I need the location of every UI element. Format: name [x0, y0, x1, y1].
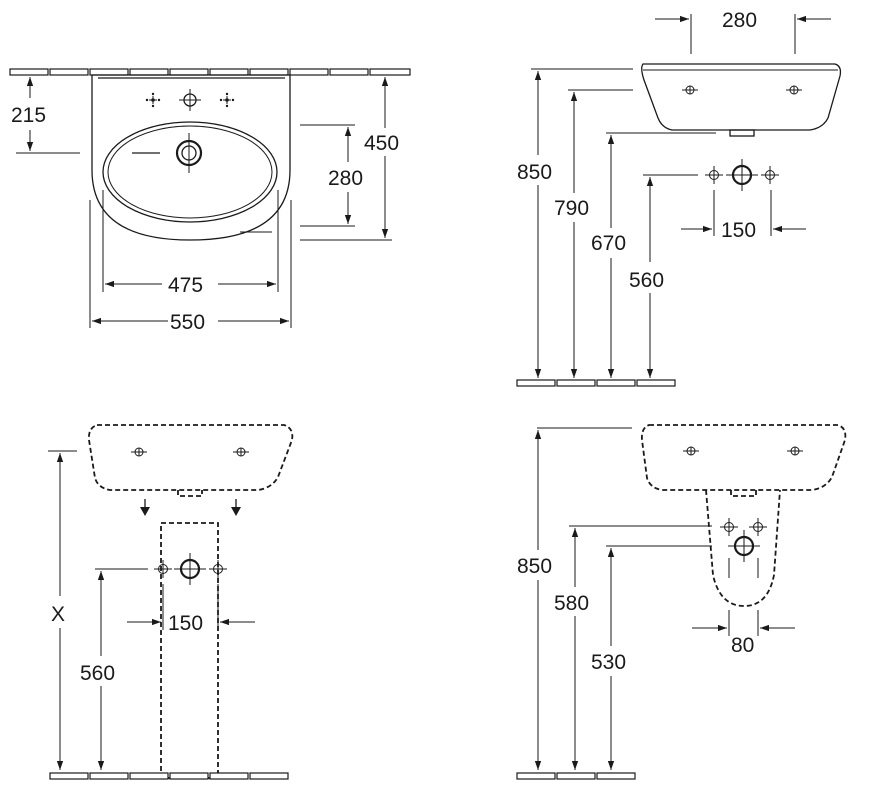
- semi-tap-left-icon: [682, 446, 700, 456]
- pedestal-floor-strip: [49, 772, 289, 780]
- dim-475: 475: [168, 274, 203, 297]
- side-view: 280 150 850 790 670: [516, 9, 842, 387]
- dim-580: 580: [554, 592, 589, 615]
- tap-hole-center-icon: [179, 89, 201, 111]
- dim-560-side: 560: [629, 269, 664, 292]
- dim-x: X: [51, 603, 65, 626]
- dim-850-side: 850: [517, 161, 552, 184]
- pedestal-view: 150 X 560: [48, 424, 294, 780]
- dim-530: 530: [591, 651, 626, 674]
- dim-790: 790: [554, 197, 589, 220]
- pedestal-tap-left-icon: [130, 447, 148, 457]
- front-view: 215 280 450 475 550: [9, 68, 411, 334]
- dim-150-side: 150: [721, 219, 756, 242]
- drain-icon: [132, 133, 203, 173]
- side-tap-left-icon: [681, 85, 699, 95]
- semi-pedestal-view: 80 850 580 530: [516, 424, 847, 780]
- dim-450: 450: [364, 132, 399, 155]
- side-tap-right-icon: [785, 85, 803, 95]
- side-basin-outline: [641, 63, 842, 131]
- pedestal-supply-holes: [153, 551, 228, 587]
- down-arrow-left-icon: [140, 499, 150, 516]
- dim-550: 550: [170, 311, 205, 334]
- semi-pedestal-shroud: [705, 489, 781, 607]
- front-wall-strip: [9, 68, 411, 76]
- dim-215: 215: [11, 104, 46, 127]
- dim-670: 670: [591, 232, 626, 255]
- tap-hole-star-right-icon: [219, 92, 235, 108]
- pedestal-tap-right-icon: [232, 447, 250, 457]
- dim-280-front: 280: [328, 167, 363, 190]
- semi-supply-holes: [719, 517, 768, 564]
- basin-bowl: [102, 121, 278, 223]
- dim-150-pedestal: 150: [168, 612, 203, 635]
- semi-floor-strip: [516, 772, 636, 780]
- dim-80: 80: [731, 634, 754, 657]
- semi-basin-outline: [640, 424, 847, 491]
- side-floor-strip: [516, 379, 676, 387]
- dim-560-pedestal: 560: [80, 662, 115, 685]
- semi-tap-right-icon: [786, 446, 804, 456]
- basin-outline: [91, 74, 291, 241]
- down-arrow-right-icon: [231, 499, 241, 516]
- dim-850-semi: 850: [517, 555, 552, 578]
- tap-hole-star-left-icon: [145, 92, 161, 108]
- dim-280-side: 280: [722, 9, 757, 32]
- pedestal-basin-outline: [88, 424, 294, 491]
- side-supply-holes: [704, 157, 780, 193]
